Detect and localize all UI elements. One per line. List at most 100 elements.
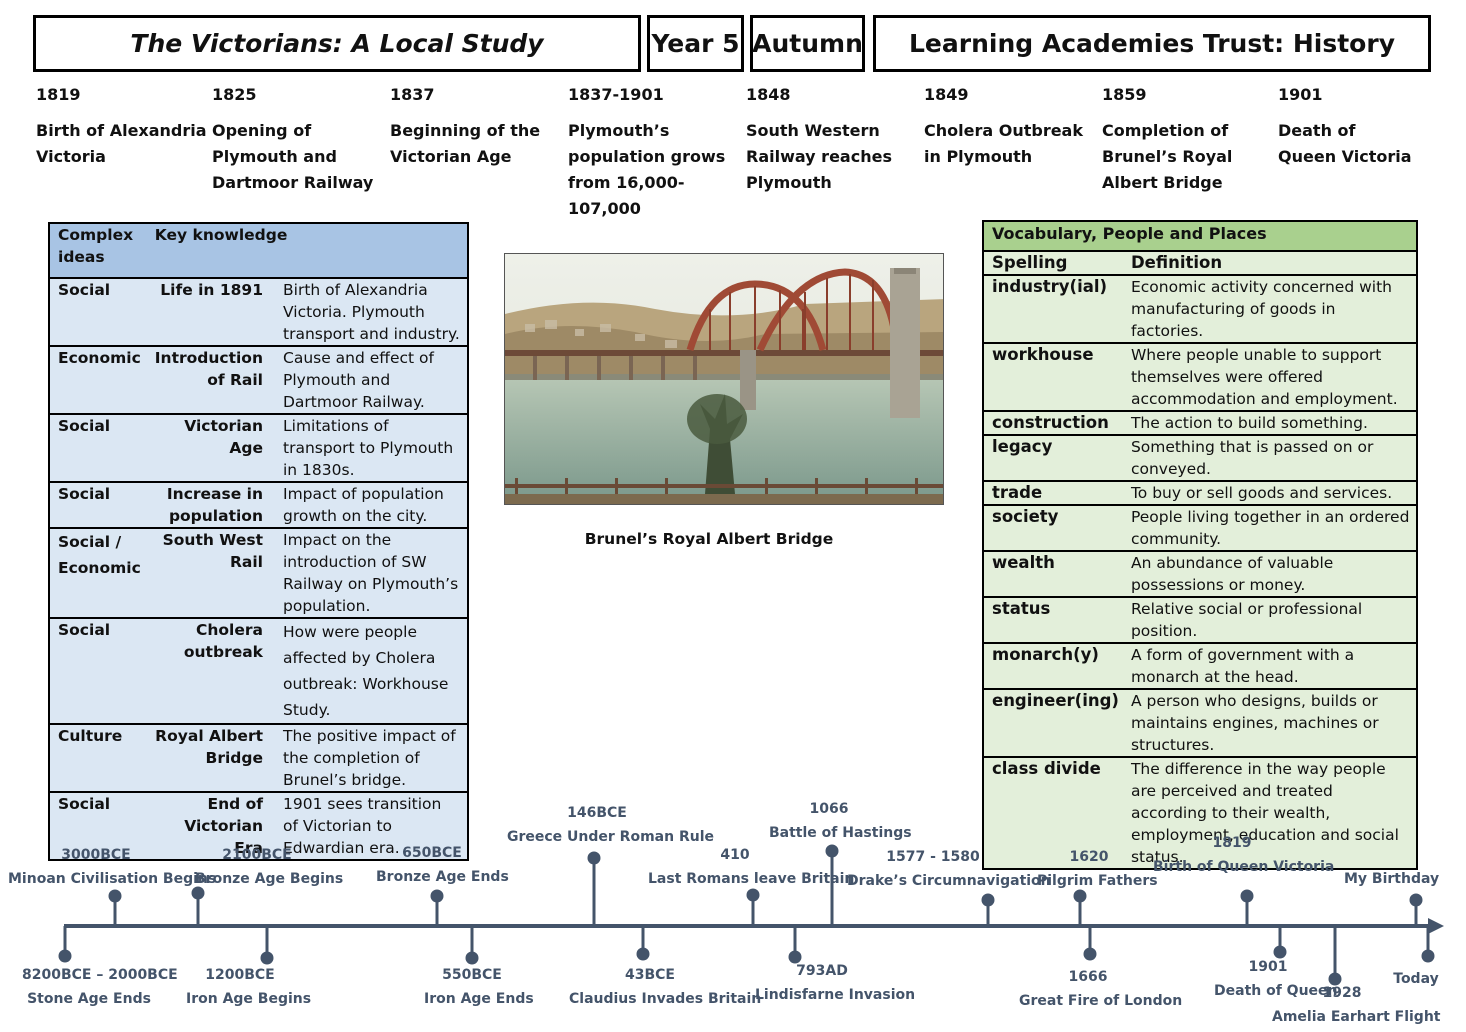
vocab-word: status [982, 596, 1123, 644]
event-date: 1928 [1322, 985, 1362, 1001]
vocab-word: class divide [982, 756, 1123, 870]
row-description: Limitations of transport to Plymouth in … [275, 413, 469, 483]
royal-albert-bridge-photo [504, 253, 944, 505]
row-topic: Royal Albert Bridge [146, 723, 275, 793]
victorian-timeline-event: 1825 Opening of Plymouth and Dartmoor Ra… [212, 82, 384, 196]
key-knowledge-table: Complex ideas Key knowledge Social Life … [48, 222, 470, 861]
vocab-definition: An abundance of valuable possessions or … [1122, 550, 1419, 598]
table-row: Social Life in 1891 Birth of Alexandria … [48, 277, 469, 347]
timeline-event: 650BCE Bronze Age Ends [376, 841, 509, 889]
row-topic: Introduction of Rail [146, 345, 275, 415]
table-row: Economic Introduction of Rail Cause and … [48, 345, 469, 415]
table-header-row: Complex ideas Key knowledge [48, 222, 470, 279]
victorian-timeline-event: 1837 Beginning of the Victorian Age [390, 82, 550, 170]
vocabulary-table: Vocabulary, People and Places Spelling D… [982, 220, 1419, 870]
vocabulary-title-row: Vocabulary, People and Places [982, 220, 1418, 252]
vocab-word: industry(ial) [982, 274, 1123, 344]
event-date: 1620 [1069, 849, 1109, 865]
event-year: 1837 [390, 85, 435, 104]
event-year: 1819 [36, 85, 81, 104]
vocab-definition: Something that is passed on or conveyed. [1122, 434, 1419, 482]
vocabulary-row: engineer(ing)A person who designs, build… [982, 688, 1419, 758]
row-topic: South West Rail [146, 527, 275, 619]
timeline-dot [825, 844, 839, 858]
vocab-word: wealth [982, 550, 1123, 598]
page-title: The Victorians: A Local Study [33, 15, 641, 72]
row-category: Social [48, 413, 147, 483]
event-text: South Western Railway reaches Plymouth [746, 121, 892, 192]
timeline-dot [1421, 949, 1435, 963]
header-spelling: Spelling [982, 250, 1123, 276]
event-label: Bronze Age Ends [376, 869, 509, 885]
photo-caption: Brunel’s Royal Albert Bridge [584, 530, 834, 548]
timeline-dot [430, 889, 444, 903]
event-text: Birth of Alexandria Victoria [36, 121, 207, 166]
timeline-dot [788, 950, 802, 964]
row-topic: Life in 1891 [146, 277, 275, 347]
event-label: Birth of Queen Victoria [1153, 859, 1335, 875]
event-date: 1200BCE [205, 967, 275, 983]
row-category: Social [48, 277, 147, 347]
event-date: 1819 [1212, 835, 1252, 851]
event-year: 1849 [924, 85, 969, 104]
event-label: Great Fire of London [1019, 993, 1183, 1009]
timeline-dot [260, 951, 274, 965]
timeline-dot [465, 951, 479, 965]
row-description: Birth of Alexandria Victoria. Plymouth t… [275, 277, 469, 347]
vocab-definition: Relative social or professional position… [1122, 596, 1419, 644]
event-year: 1848 [746, 85, 791, 104]
vocabulary-title: Vocabulary, People and Places [982, 220, 1418, 252]
row-description: Cause and effect of Plymouth and Dartmoo… [275, 345, 469, 415]
event-year: 1859 [1102, 85, 1147, 104]
event-label: Pilgrim Fathers [1037, 873, 1158, 889]
event-date: 1901 [1248, 959, 1288, 975]
vocab-definition: Where people unable to support themselve… [1122, 342, 1419, 412]
timeline-dot [1273, 945, 1287, 959]
timeline-event: 43BCE Claudius Invades Britain [569, 963, 762, 1011]
event-label: Amelia Earhart Flight [1272, 1009, 1441, 1025]
event-date: 793AD [796, 963, 848, 979]
event-text: Plymouth’s population grows from 16,000-… [568, 121, 726, 218]
event-label: Claudius Invades Britain [569, 991, 762, 1007]
event-date: 1666 [1068, 969, 1108, 985]
row-category: Culture [48, 723, 147, 793]
victorian-timeline-event: 1848 South Western Railway reaches Plymo… [746, 82, 906, 196]
event-label: My Birthday [1344, 871, 1440, 887]
victorian-timeline-event: 1849 Cholera Outbreak in Plymouth [924, 82, 1084, 170]
vocab-word: engineer(ing) [982, 688, 1123, 758]
vocabulary-row: industry(ial)Economic activity concerned… [982, 274, 1419, 344]
event-text: Beginning of the Victorian Age [390, 121, 541, 166]
event-label: Greece Under Roman Rule [507, 829, 714, 845]
victorian-timeline-event: 1859 Completion of Brunel’s Royal Albert… [1102, 82, 1270, 196]
timeline-event: 1200BCE Iron Age Begins [186, 963, 312, 1011]
event-date: 550BCE [442, 967, 502, 983]
event-label: Iron Age Begins [186, 991, 312, 1007]
header-complex-ideas: Complex ideas [48, 222, 147, 279]
event-text: Death of Queen Victoria [1278, 121, 1412, 166]
event-year: 1901 [1278, 85, 1323, 104]
vocab-word: legacy [982, 434, 1123, 482]
event-date: 1577 - 1580 [886, 849, 980, 865]
vocab-word: society [982, 504, 1123, 552]
timeline-dot [636, 947, 650, 961]
trust-subject: Learning Academies Trust: History [873, 15, 1431, 72]
event-date: 1066 [809, 801, 849, 817]
event-label: Iron Age Ends [424, 991, 534, 1007]
term-label: Autumn [750, 15, 865, 72]
event-date: 146BCE [567, 805, 627, 821]
event-date: 650BCE [402, 845, 462, 861]
event-label: Last Romans leave Britain [648, 871, 855, 887]
event-date: 43BCE [625, 967, 675, 983]
event-label: Stone Age Ends [27, 991, 151, 1007]
timeline-dot [1328, 972, 1342, 986]
row-topic: Victorian Age [146, 413, 275, 483]
